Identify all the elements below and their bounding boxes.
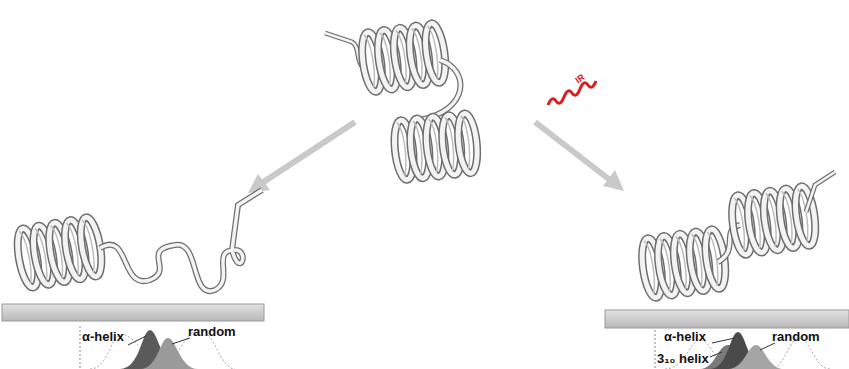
peak-label: random <box>188 325 236 338</box>
spectrum-plot <box>80 326 235 369</box>
peak-label: α-helix <box>82 330 124 343</box>
peak-label: 3₁₀ helix <box>657 352 709 365</box>
peak-label: α-helix <box>664 330 706 343</box>
surface <box>605 310 849 328</box>
peak-label: random <box>772 330 820 343</box>
process-arrow <box>248 122 624 193</box>
ir-wave <box>548 81 596 105</box>
protein-ribbon <box>325 22 480 181</box>
spectrum-plot <box>655 330 830 369</box>
surface <box>2 304 264 321</box>
protein-ribbon <box>639 172 835 299</box>
protein-ribbon <box>14 190 262 291</box>
